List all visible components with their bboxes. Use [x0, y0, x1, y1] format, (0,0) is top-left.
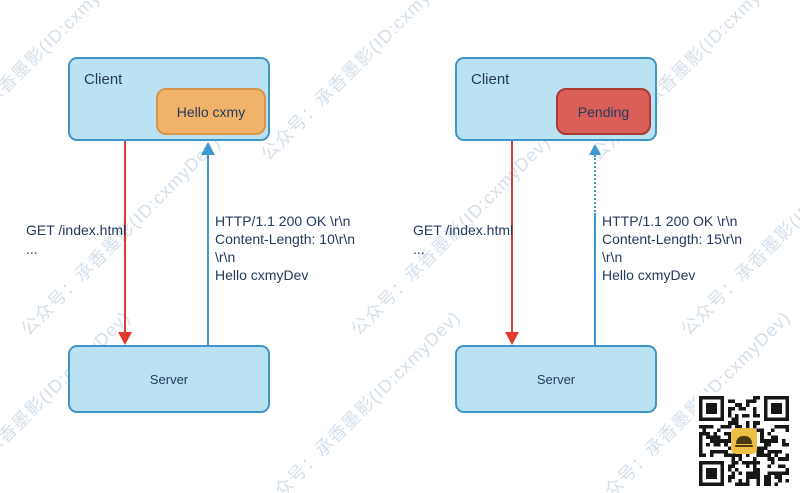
request-text: GET /index.html ...	[413, 222, 514, 257]
request-arrow-line	[511, 141, 513, 333]
request-arrowhead-icon	[118, 332, 132, 345]
response-text: HTTP/1.1 200 OK \r\n Content-Length: 15\…	[602, 213, 743, 283]
client-label: Client	[84, 71, 123, 88]
request-text: GET /index.html ...	[26, 222, 127, 257]
qr-center-logo-icon	[731, 428, 757, 454]
server-box: Server	[68, 345, 270, 413]
client-state-label: Hello cxmy	[176, 103, 246, 120]
client-box: Client Pending	[455, 57, 657, 141]
response-arrow-dotted-line	[594, 155, 596, 215]
server-label: Server	[149, 371, 189, 387]
client-box: Client Hello cxmy	[68, 57, 270, 141]
server-box: Server	[455, 345, 657, 413]
request-arrow-line	[124, 141, 126, 333]
client-state-box: Hello cxmy	[156, 88, 266, 135]
request-arrowhead-icon	[505, 332, 519, 345]
client-state-box: Pending	[556, 88, 651, 135]
response-arrowhead-icon	[589, 144, 601, 155]
qr-code-pattern	[699, 396, 789, 486]
server-label: Server	[536, 371, 576, 387]
diagram-pending-response: Client Pending GET /index.html ... HTTP/…	[387, 0, 742, 493]
diagram-complete-response: Client Hello cxmy GET /index.html ... HT…	[0, 0, 355, 493]
response-arrowhead-icon	[201, 142, 215, 155]
qr-code	[695, 392, 793, 490]
response-text: HTTP/1.1 200 OK \r\n Content-Length: 10\…	[215, 213, 356, 283]
response-arrow-line	[594, 215, 596, 345]
response-arrow-line	[207, 154, 209, 345]
client-state-label: Pending	[577, 103, 630, 120]
client-label: Client	[471, 71, 510, 88]
